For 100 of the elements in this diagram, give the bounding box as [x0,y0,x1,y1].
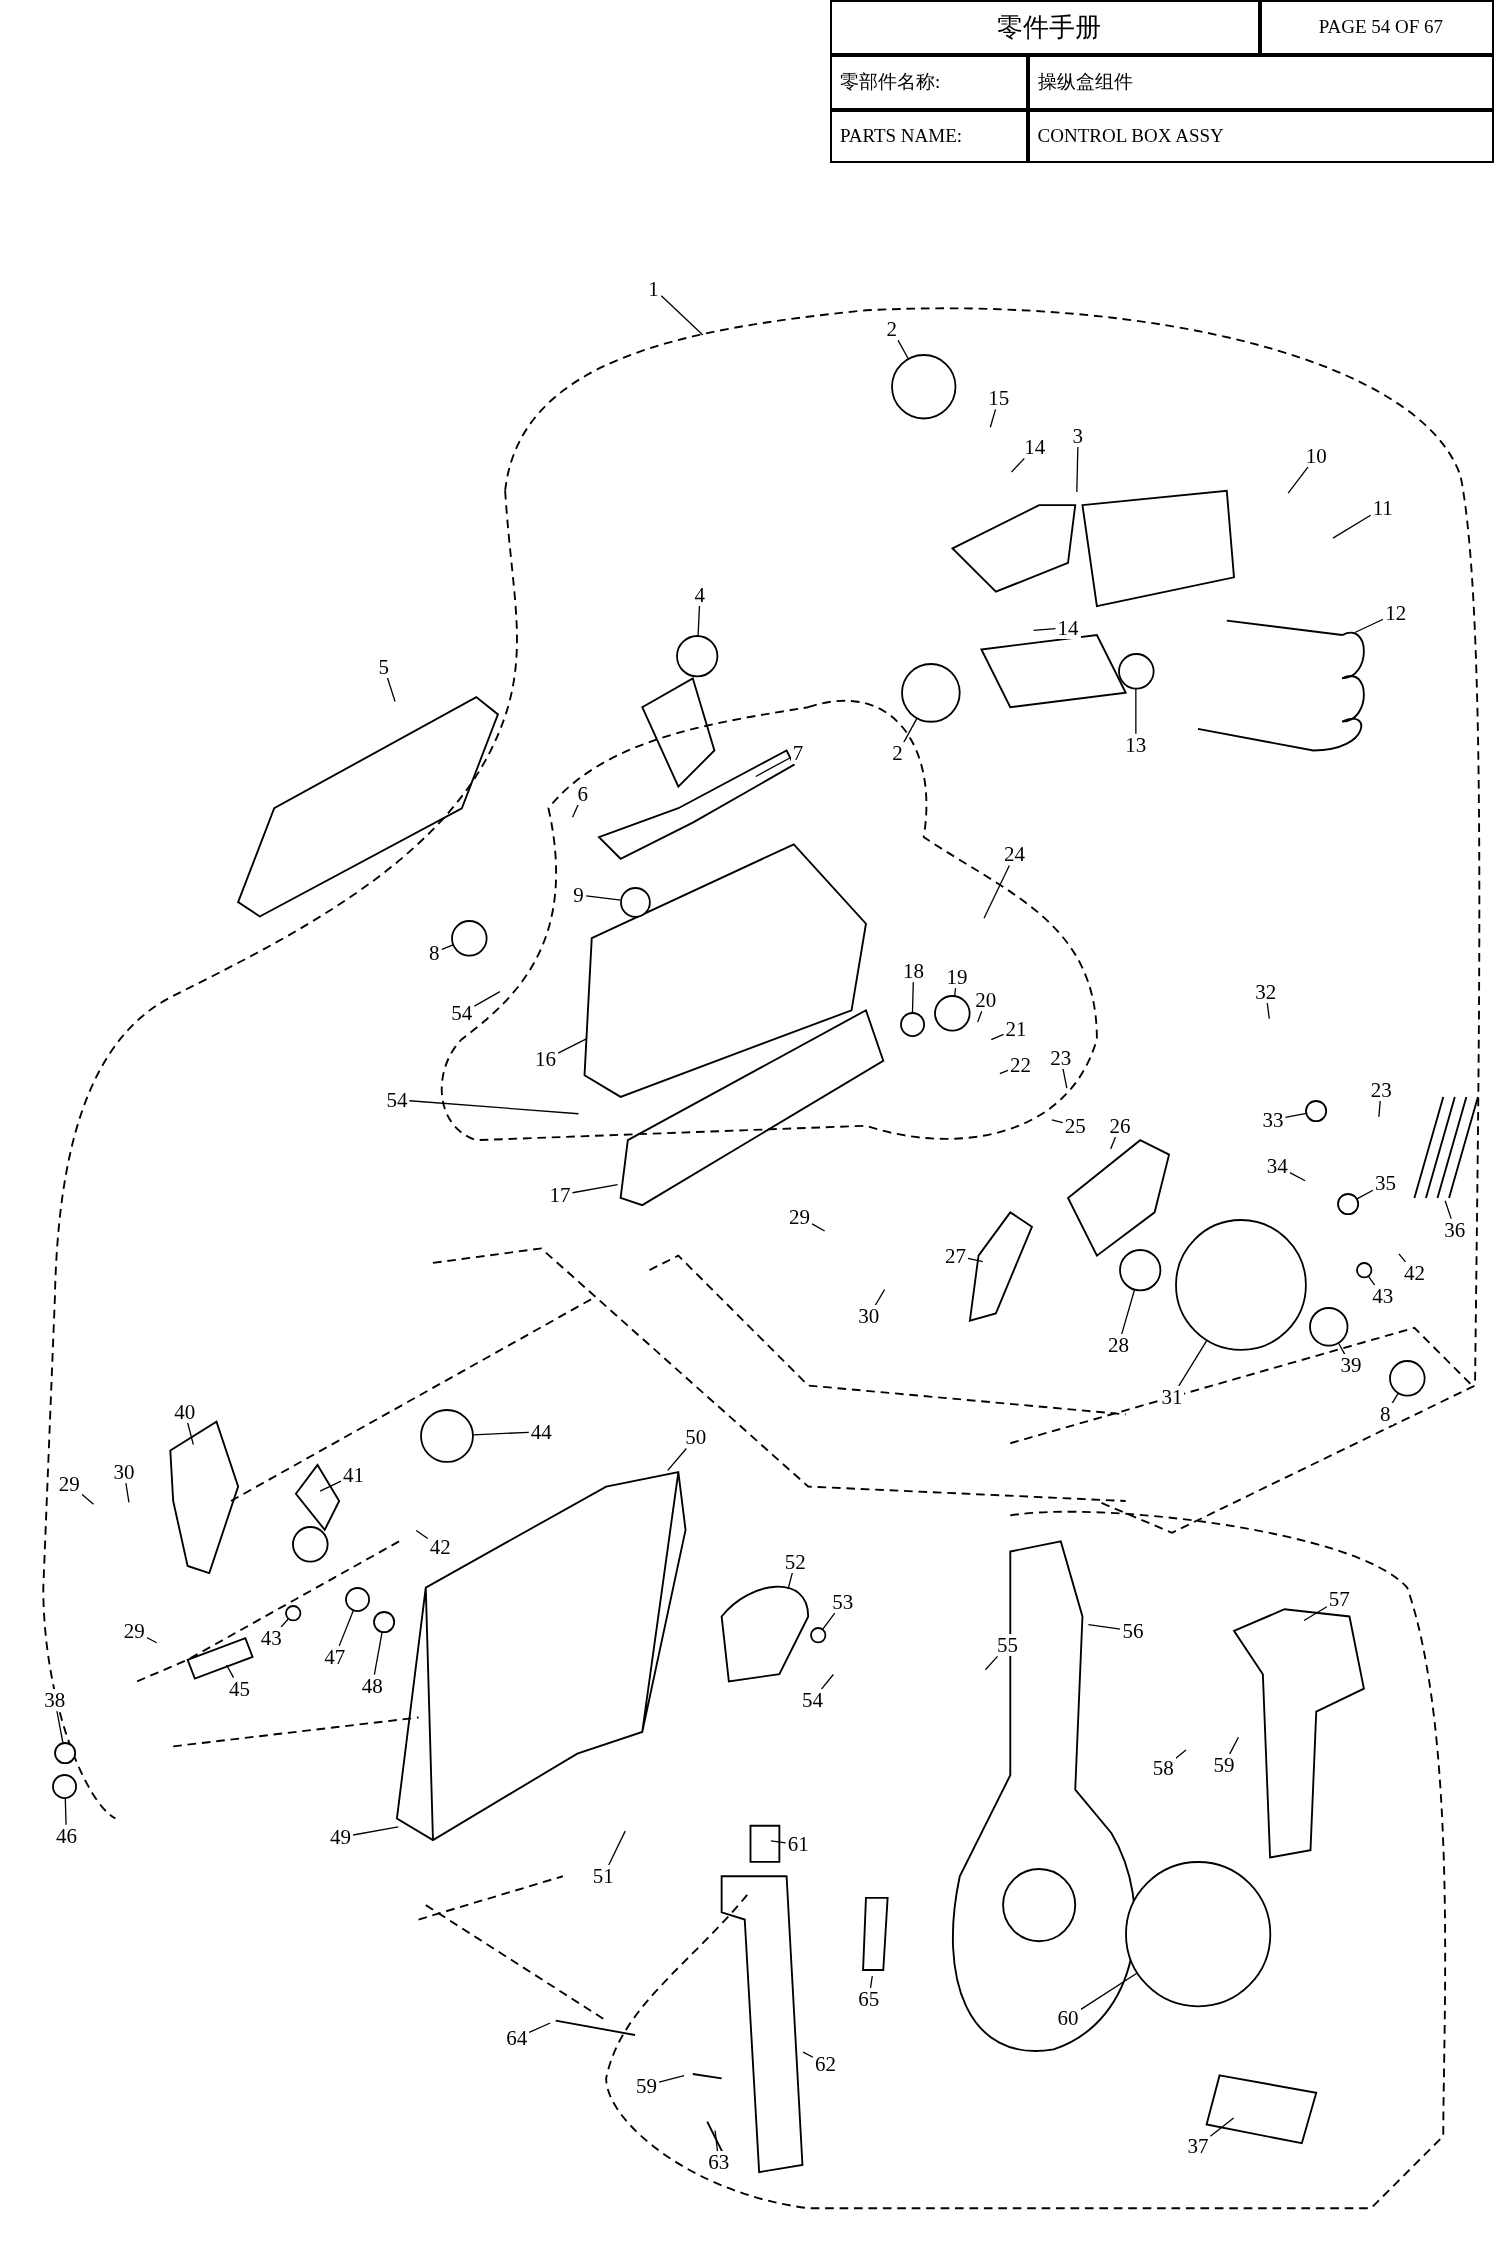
round-part [675,635,719,678]
round-part [450,919,488,957]
leader-line [999,1069,1009,1075]
round-part [1118,1248,1162,1292]
leader-line [1209,2117,1235,2137]
leader-line [373,1631,383,1676]
round-part [1175,1218,1308,1351]
leader-line [977,1010,983,1023]
leader-line [1354,618,1384,634]
leader-line [415,1529,429,1540]
leader-line [338,1609,355,1647]
leader-line [953,987,957,997]
leader-line [903,717,918,744]
round-part [53,1742,77,1765]
leader-line [1178,1339,1208,1387]
round-part [1388,1360,1426,1397]
leader-line [81,1493,95,1505]
round-part [1309,1306,1349,1347]
leader-line [1121,1288,1136,1335]
round-part [890,354,957,420]
leader-line [1010,457,1025,473]
leader-line [989,408,997,428]
leader-line [1229,1736,1240,1755]
leader-line [983,864,1010,919]
leader-line [64,1797,67,1826]
leader-line [787,1571,793,1590]
leader-line [1032,628,1057,631]
leader-line [280,1618,289,1628]
table-cell: PAGE 54 OF 67 [1259,0,1494,55]
round-part [420,1409,475,1463]
table-cell: 零部件名称: [829,54,1028,110]
round-part [619,886,651,918]
round-part [899,1012,925,1038]
leader-line [984,1655,999,1671]
leader-line [1356,1189,1374,1200]
round-part [284,1605,302,1622]
leader-line [146,1636,158,1644]
leader-line [528,2022,551,2033]
leader-line [1051,1119,1064,1124]
leader-line [911,981,914,1014]
leader-line [1076,446,1079,493]
round-part [345,1586,371,1612]
leader-line [1398,1253,1407,1263]
leader-line [697,605,701,638]
leader-line [56,1710,64,1745]
round-part [1355,1261,1373,1279]
leader-line [1444,1200,1452,1220]
round-part [372,1611,395,1634]
leader-line [802,2051,814,2058]
callout-number: 8 [1378,1403,1393,1426]
leader-line [1332,514,1372,539]
leader-line [660,295,704,336]
leader-line [473,990,501,1007]
table-cell: PARTS NAME: [829,109,1028,164]
leader-line [1062,1068,1068,1089]
leader-line [874,1289,886,1306]
table-cell: CONTROL BOX ASSY [1027,109,1494,164]
leader-line [1378,1100,1381,1118]
leader-line [667,1447,687,1472]
leader-line [820,1673,834,1690]
leader-line [319,1480,342,1492]
leader-line [352,1826,399,1836]
round-part [901,662,961,723]
round-part [1336,1192,1360,1215]
leader-line [714,2129,719,2152]
leader-line [408,1100,580,1115]
leader-line [1284,1112,1307,1119]
round-part [1124,1860,1272,2008]
table-cell: 操纵盒组件 [1027,54,1494,110]
leader-line [571,804,579,818]
leader-line [658,2074,685,2083]
table-cell: 零件手册 [829,0,1260,55]
leader-line [811,1223,826,1232]
round-part [1305,1100,1328,1123]
leader-line [557,1038,587,1054]
leader-line [967,1257,984,1263]
round-part [810,1627,827,1644]
round-part [1117,652,1155,690]
leader-line [1175,1749,1187,1759]
leader-line [1303,1606,1328,1622]
leader-line [821,1612,836,1631]
leader-line [897,339,910,360]
leader-line [1079,1972,1138,2011]
leader-line [1266,1001,1270,1020]
leader-line [186,1421,194,1446]
leader-line [770,1840,787,1844]
leader-line [1287,466,1309,494]
leader-line [869,1975,873,1989]
leader-line [571,1183,619,1194]
leader-line [225,1664,235,1679]
leader-line [125,1482,130,1503]
round-part [934,994,971,1032]
leader-line [1135,687,1137,735]
leader-line [1087,1623,1122,1630]
round-part [52,1774,78,1800]
leader-line [1289,1172,1306,1182]
leader-line [1110,1136,1117,1150]
leader-line [441,944,454,951]
leader-line [386,677,396,703]
leader-line [990,1033,1005,1041]
